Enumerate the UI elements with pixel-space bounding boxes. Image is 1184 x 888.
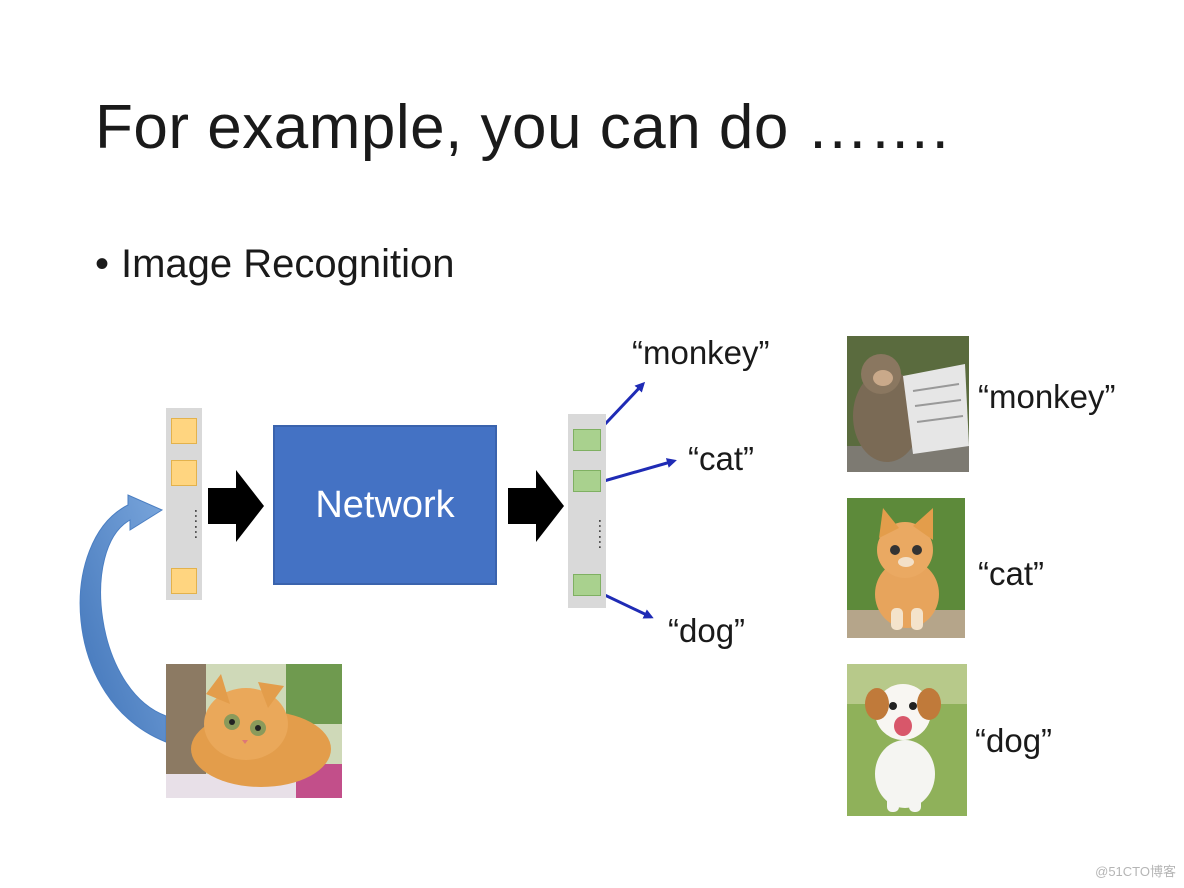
bullet-icon: • [95, 242, 110, 286]
network-box: Network [273, 425, 497, 585]
output-cell [573, 574, 601, 596]
input-cell [171, 460, 197, 486]
slide-title: For example, you can do ……. [95, 93, 950, 162]
example-label-cat: “cat” [978, 555, 1044, 592]
example-label-dog: “dog” [975, 722, 1053, 759]
kitten-photo-icon [166, 664, 342, 798]
block-arrow-out-icon [508, 470, 564, 542]
watermark: @51CTO博客 [1095, 864, 1176, 879]
kitten-photo [847, 498, 965, 638]
input-cell [171, 418, 197, 444]
monkey-photo [847, 336, 969, 472]
input-vector: …… [166, 408, 208, 600]
monkey-photo-icon [847, 336, 969, 472]
puppy-photo-icon [847, 664, 967, 816]
output-label-monkey: “monkey” [632, 334, 770, 371]
bullet-item: •Image Recognition [95, 242, 455, 287]
output-ellipsis: …… [595, 518, 612, 550]
kitten-photo-icon [847, 498, 965, 638]
example-label-monkey: “monkey” [978, 378, 1116, 415]
curved-arrow-icon [79, 494, 167, 743]
input-kitten-photo [166, 664, 342, 798]
block-arrow-in-icon [208, 470, 264, 542]
input-cell [171, 568, 197, 594]
input-ellipsis: …… [191, 508, 208, 540]
puppy-photo [847, 664, 967, 816]
output-cell [573, 470, 601, 492]
network-label: Network [315, 483, 455, 526]
output-cell [573, 429, 601, 451]
output-label-dog: “dog” [668, 612, 746, 649]
output-label-cat: “cat” [688, 440, 754, 477]
bullet-text: Image Recognition [121, 242, 455, 286]
output-vector: …… [568, 414, 612, 608]
